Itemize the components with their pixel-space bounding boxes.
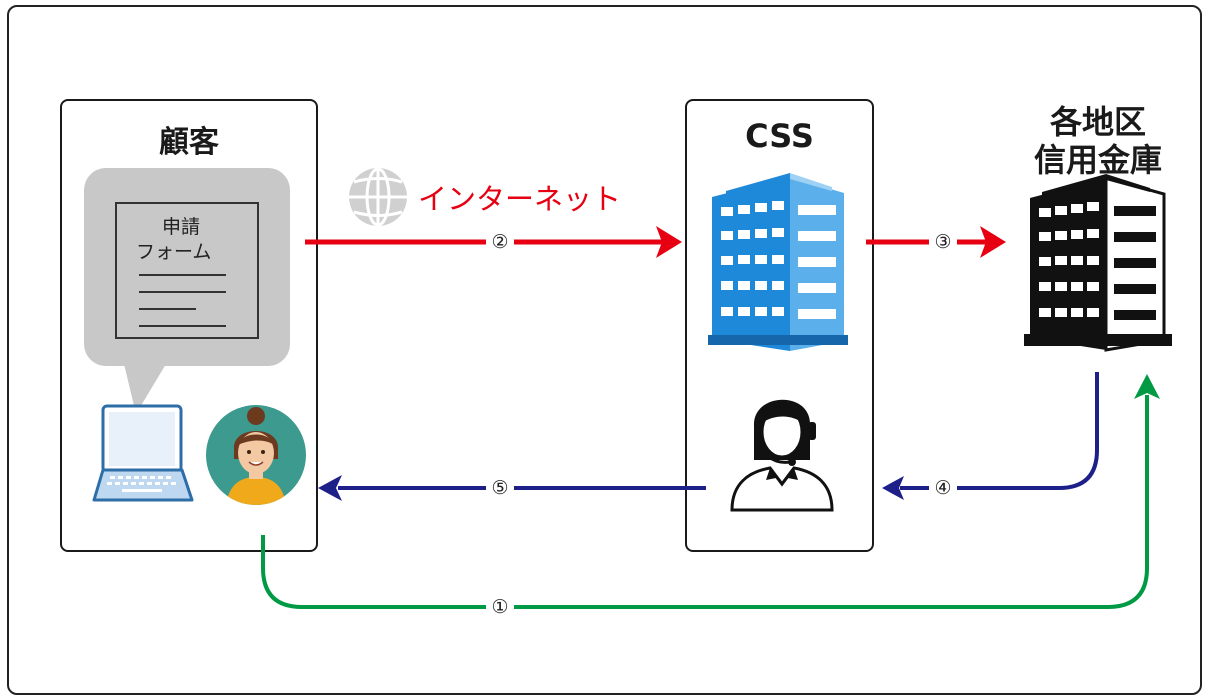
step-5-label: ⑤ (486, 476, 514, 500)
internet-label: インターネット (418, 182, 622, 216)
bank-title-line2: 信用金庫 (1033, 141, 1162, 179)
document-icon: 申請 フォーム (115, 202, 259, 339)
form-label-line2: フォーム (136, 241, 211, 263)
bank-building-icon (1024, 174, 1172, 352)
bank-title-line1: 各地区 (1049, 103, 1146, 141)
step-3-label: ③ (929, 230, 957, 254)
css-title: CSS (745, 117, 814, 155)
arrow-step-1 (261, 374, 1160, 609)
customer-title: 顧客 (159, 125, 219, 160)
office-building-icon (708, 173, 848, 351)
arrow-step-5 (318, 475, 706, 501)
flow-arrows (261, 167, 1160, 609)
operator-headset-icon (730, 399, 834, 512)
globe-icon (349, 167, 407, 227)
step-2-label: ② (486, 230, 514, 254)
arrow-step-4 (882, 372, 1099, 500)
arrow-step-2 (305, 226, 682, 258)
laptop-icon (92, 404, 194, 502)
step-1-label: ① (486, 595, 514, 619)
person-icon (206, 405, 306, 505)
arrow-step-3 (866, 226, 1006, 258)
form-label-line1: 申請 (162, 216, 200, 238)
form-bubble: 申請 フォーム (84, 168, 290, 414)
step-4-label: ④ (929, 476, 957, 500)
